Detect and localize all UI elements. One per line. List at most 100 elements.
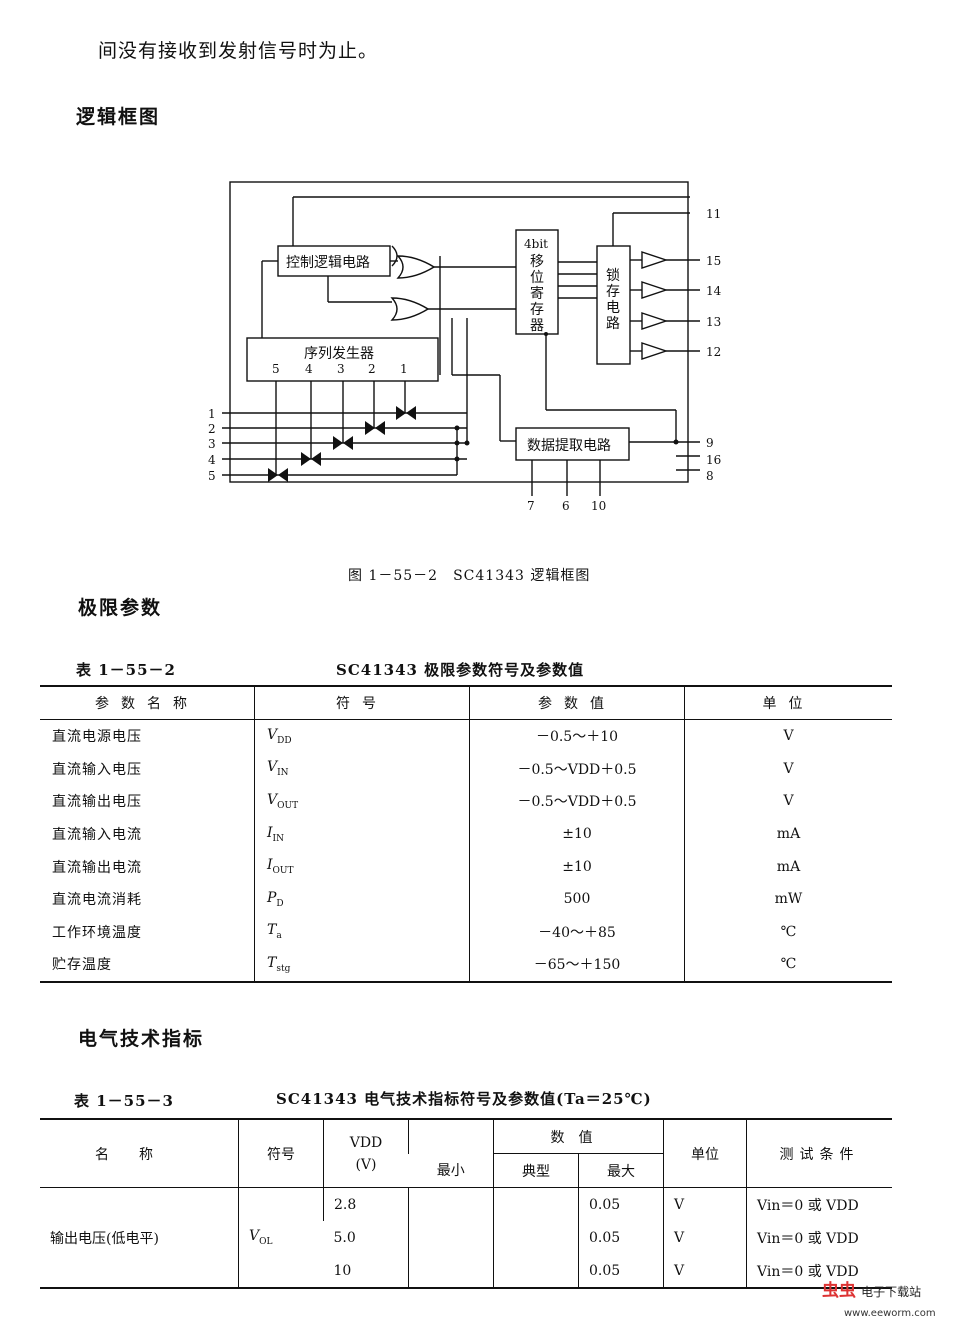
section-logic-title: 逻辑框图 bbox=[76, 106, 161, 128]
col-max: 最大 bbox=[578, 1153, 664, 1188]
svg-text:寄: 寄 bbox=[530, 285, 544, 302]
or-gate-2 bbox=[390, 297, 430, 321]
typ-value bbox=[493, 1254, 579, 1288]
col-name: 名称 bbox=[40, 1119, 239, 1188]
param-value: ±10 bbox=[469, 817, 685, 851]
svg-text:4: 4 bbox=[305, 362, 313, 376]
watermark-brand: 虫虫 bbox=[822, 1281, 856, 1301]
data-extract-block bbox=[515, 427, 630, 461]
param-symbol: Ta bbox=[254, 915, 470, 949]
watermark: 虫虫 电子下载站 www.eeworm.com bbox=[822, 1276, 936, 1320]
unit-value: V bbox=[663, 1221, 747, 1254]
table-row: 5.0 0.05 V Vin＝0 或 VDD bbox=[40, 1221, 892, 1254]
vdd-value: 5.0 bbox=[333, 1229, 356, 1246]
svg-text:7: 7 bbox=[527, 499, 535, 513]
or-gate-1 bbox=[396, 255, 436, 279]
svg-text:15: 15 bbox=[706, 254, 721, 268]
max-value: 0.05 bbox=[578, 1254, 664, 1288]
shift-label-0: 4bit bbox=[524, 237, 548, 251]
col-name: 参数名称 bbox=[40, 686, 255, 720]
col-unit: 单位 bbox=[663, 1119, 747, 1188]
param-symbol: PD bbox=[254, 882, 470, 916]
table3-label: 表 1－55－3 bbox=[74, 1092, 174, 1110]
table-row: 10 0.05 V Vin＝0 或 VDD bbox=[40, 1254, 892, 1288]
table-row: 直流输出电流 IOUT ±10 mA bbox=[40, 850, 892, 883]
condition-value: Vin＝0 或 VDD bbox=[746, 1254, 892, 1288]
min-value bbox=[408, 1254, 494, 1288]
unit-value: V bbox=[663, 1254, 747, 1288]
param-unit: ℃ bbox=[684, 948, 892, 982]
max-value: 0.05 bbox=[578, 1221, 664, 1254]
col-symbol: 符号 bbox=[254, 686, 470, 720]
min-value bbox=[408, 1187, 494, 1221]
param-value: －0.5～VDD＋0.5 bbox=[469, 752, 685, 786]
svg-text:16: 16 bbox=[706, 453, 721, 467]
svg-text:14: 14 bbox=[706, 284, 722, 298]
svg-text:3: 3 bbox=[337, 362, 345, 376]
table-row: 直流输入电压 VIN －0.5～VDD＋0.5 V bbox=[40, 752, 892, 786]
svg-text:13: 13 bbox=[706, 315, 721, 329]
svg-text:10: 10 bbox=[591, 499, 606, 513]
watermark-name: 电子下载站 bbox=[861, 1285, 922, 1299]
min-value bbox=[408, 1221, 494, 1254]
buffer-14 bbox=[641, 281, 669, 299]
svg-text:3: 3 bbox=[208, 437, 216, 451]
param-unit: ℃ bbox=[684, 915, 892, 949]
svg-text:6: 6 bbox=[562, 499, 570, 513]
svg-text:12: 12 bbox=[706, 345, 721, 359]
param-symbol: Tstg bbox=[254, 948, 470, 982]
param-name: 贮存温度 bbox=[52, 957, 112, 974]
condition-value: Vin＝0 或 VDD bbox=[746, 1187, 892, 1221]
watermark-url: www.eeworm.com bbox=[844, 1308, 936, 1319]
logic-diagram: 控制逻辑电路 4bit 移 位 寄 存 器 锁 存 电 路 序列发生器 5 4 … bbox=[208, 181, 722, 513]
control-logic-label: 控制逻辑电路 bbox=[286, 255, 370, 271]
svg-text:1: 1 bbox=[400, 362, 408, 376]
typ-value bbox=[493, 1221, 579, 1254]
table-row: 工作环境温度 Ta －40～＋85 ℃ bbox=[40, 915, 892, 949]
table-row: 贮存温度 Tstg －65～＋150 ℃ bbox=[40, 948, 892, 982]
svg-text:电: 电 bbox=[606, 300, 620, 316]
buffer-13 bbox=[641, 312, 669, 330]
param-unit: mA bbox=[684, 817, 892, 851]
typ-value bbox=[493, 1187, 579, 1221]
param-unit: V bbox=[684, 719, 892, 753]
svg-text:位: 位 bbox=[530, 270, 544, 286]
max-value: 0.05 bbox=[578, 1187, 664, 1221]
shift-register-block bbox=[515, 229, 559, 335]
sequence-label: 序列发生器 bbox=[304, 346, 374, 362]
col-symbol: 符号 bbox=[238, 1119, 324, 1188]
table-row: 直流电源电压 VDD －0.5～＋10 V bbox=[40, 719, 892, 753]
vdd-value: 10 bbox=[333, 1262, 352, 1279]
svg-text:8: 8 bbox=[706, 469, 714, 483]
electrical-table: 名称 符号 VDD(V) 数值 单位 测试条件 最小 典型 最大 输出电压(低电… bbox=[40, 1118, 892, 1289]
table-row: 直流电流消耗 PD 500 mW bbox=[40, 882, 892, 916]
param-name: 直流输入电流 bbox=[52, 827, 142, 844]
svg-text:4: 4 bbox=[208, 453, 216, 467]
svg-text:2: 2 bbox=[368, 362, 376, 376]
svg-text:存: 存 bbox=[606, 284, 620, 300]
param-name: 直流输出电流 bbox=[52, 859, 142, 876]
svg-text:路: 路 bbox=[606, 316, 620, 332]
col-typ: 典型 bbox=[493, 1153, 579, 1188]
param-value: －40～＋85 bbox=[469, 915, 685, 949]
svg-text:9: 9 bbox=[706, 436, 714, 450]
col-unit: 单位 bbox=[684, 686, 892, 720]
param-unit: mW bbox=[684, 882, 892, 916]
section-limits-title: 极限参数 bbox=[78, 597, 163, 619]
table-row: 直流输入电流 IIN ±10 mA bbox=[40, 817, 892, 851]
diagram-caption: 图 1－55－2 SC41343 逻辑框图 bbox=[348, 568, 591, 584]
svg-text:5: 5 bbox=[272, 362, 280, 376]
param-value: －0.5～VDD＋0.5 bbox=[469, 785, 685, 818]
svg-text:存: 存 bbox=[530, 302, 544, 318]
table2-label: 表 1－55－2 bbox=[76, 661, 176, 679]
svg-text:器: 器 bbox=[530, 318, 544, 334]
param-symbol: VOUT bbox=[254, 785, 470, 818]
svg-text:锁: 锁 bbox=[606, 268, 620, 284]
svg-text:2: 2 bbox=[208, 422, 216, 436]
col-value: 参数值 bbox=[469, 686, 685, 720]
param-name: 直流电流消耗 bbox=[52, 892, 142, 909]
intro-text: 间没有接收到发射信号时为止。 bbox=[98, 40, 379, 62]
param-symbol: IIN bbox=[254, 817, 470, 851]
